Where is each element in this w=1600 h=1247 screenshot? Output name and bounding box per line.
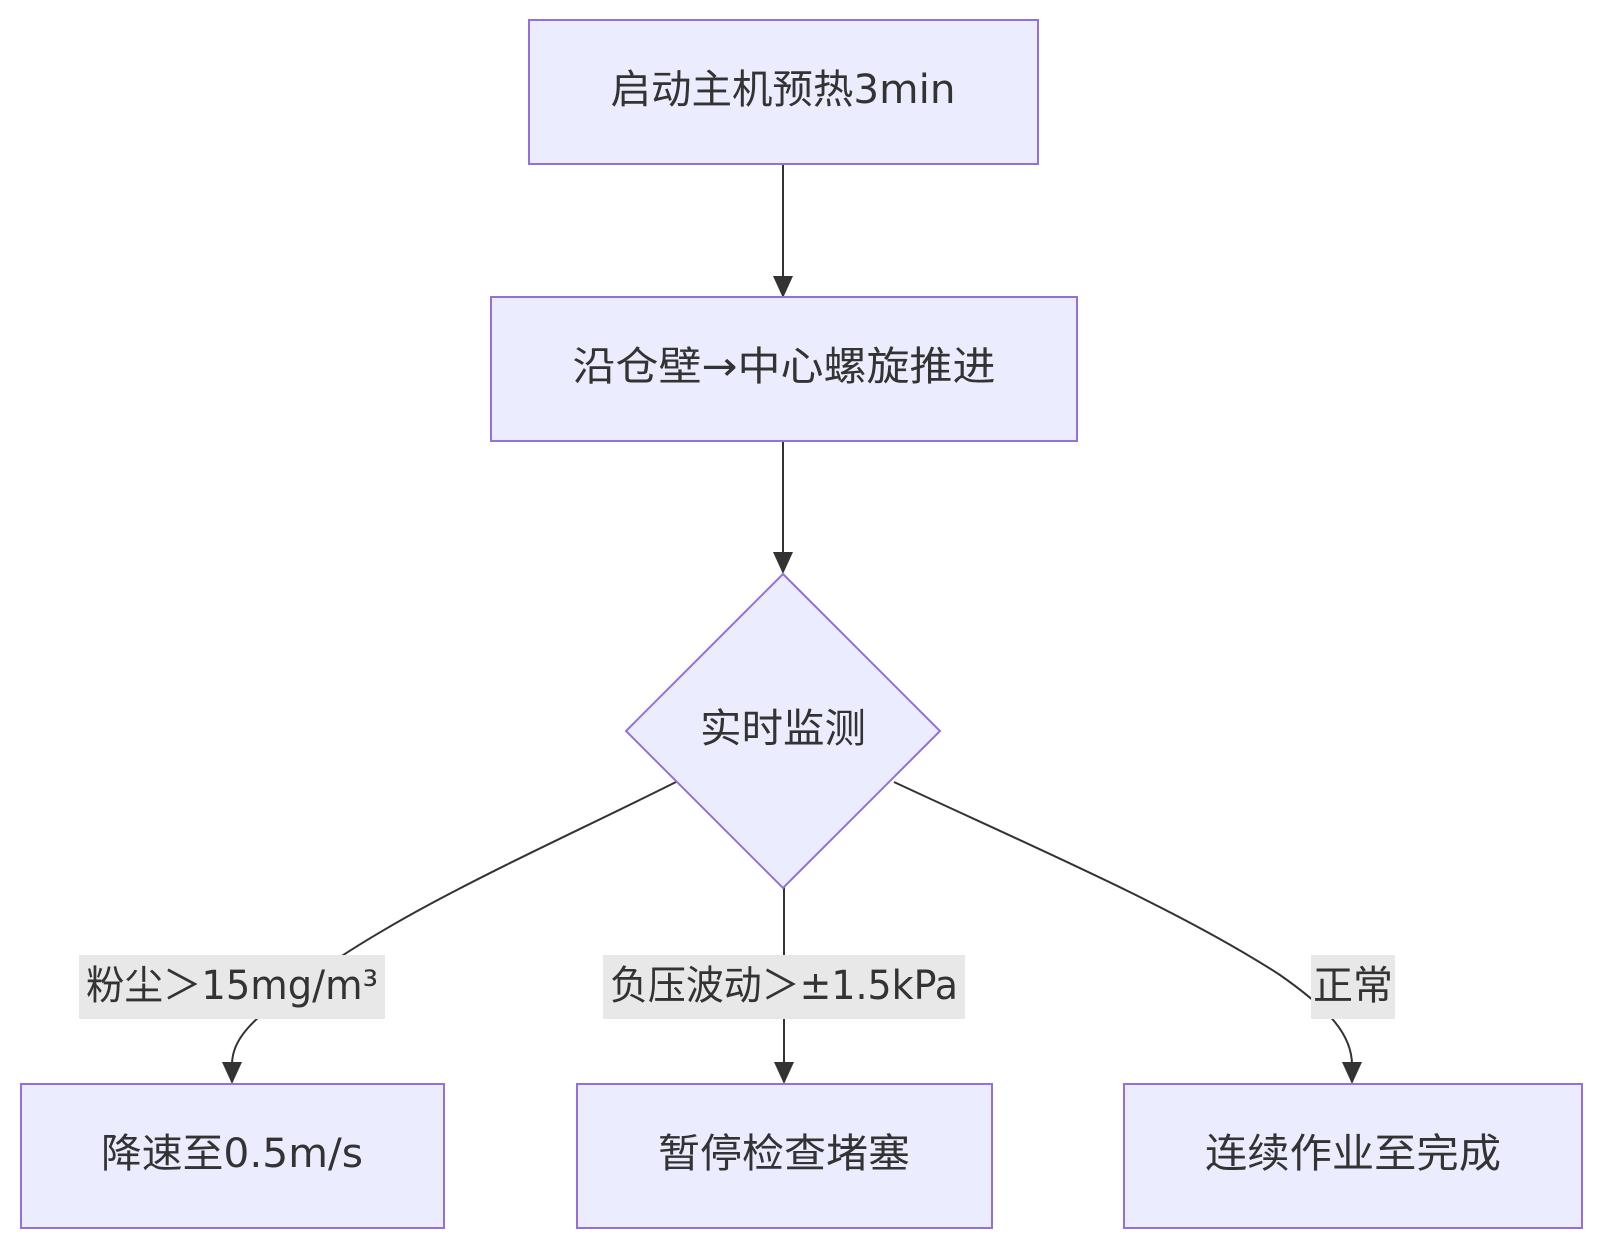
edge-label-normal: 正常	[1313, 963, 1393, 1009]
node-slowdown-label: 降速至0.5m/s	[101, 1131, 363, 1177]
node-advance: 沿仓壁→中心螺旋推进	[490, 296, 1078, 442]
arrowhead-slowdown	[222, 1062, 242, 1084]
edge-labels: 粉尘＞15mg/m³ 负压波动＞±1.5kPa 正常	[79, 955, 1395, 1019]
edge-label-normal-bg	[1311, 955, 1395, 1019]
edge-label-dust-bg	[79, 955, 385, 1019]
edge-label-dust: 粉尘＞15mg/m³	[86, 963, 378, 1009]
node-start-label: 启动主机预热3min	[611, 67, 956, 113]
node-continue: 连续作业至完成	[1123, 1083, 1583, 1229]
nodes: 启动主机预热3min 沿仓壁→中心螺旋推进 实时监测 降速至0.5m/s 暂停检…	[20, 19, 1583, 1229]
arrowhead-continue	[1342, 1062, 1362, 1084]
node-advance-label: 沿仓壁→中心螺旋推进	[573, 344, 996, 390]
edge-label-pressure-bg	[603, 955, 965, 1019]
node-monitor-decision: 实时监测	[624, 572, 942, 890]
node-continue-label: 连续作业至完成	[1205, 1131, 1501, 1177]
node-slowdown: 降速至0.5m/s	[20, 1083, 445, 1229]
node-monitor-label: 实时监测	[700, 706, 866, 752]
node-start: 启动主机预热3min	[528, 19, 1039, 165]
arrowhead-monitor	[773, 552, 793, 574]
edge-monitor-to-slowdown	[231, 781, 677, 1066]
node-pause: 暂停检查堵塞	[576, 1083, 993, 1229]
arrowhead-advance	[773, 276, 793, 298]
edge-label-pressure: 负压波动＞±1.5kPa	[610, 963, 958, 1009]
edge-monitor-to-continue	[893, 781, 1353, 1066]
edges	[222, 164, 1362, 1084]
arrowhead-pause	[774, 1062, 794, 1084]
node-pause-label: 暂停检查堵塞	[658, 1131, 910, 1177]
